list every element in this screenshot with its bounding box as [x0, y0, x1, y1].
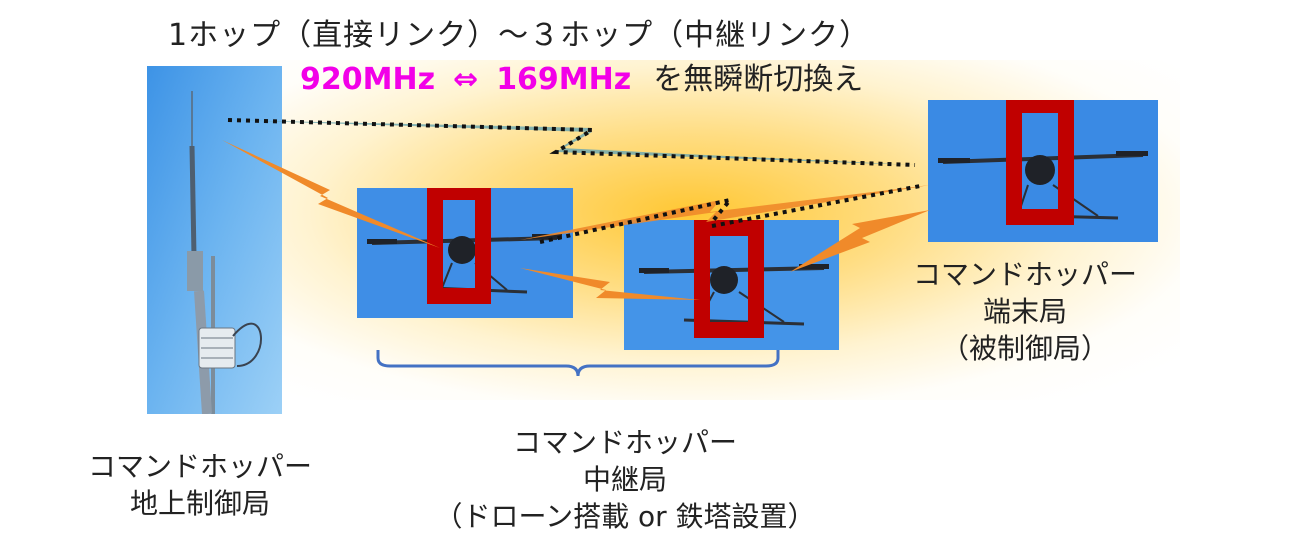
redbox-terminal [1006, 100, 1074, 225]
relay-label-line-2: 中継局 [582, 463, 667, 496]
ground-antenna-photo [147, 66, 282, 414]
direct-link-dotted [227, 118, 916, 167]
relay-link-dotted-1 [539, 196, 736, 244]
terminal-drone-photo [928, 100, 1158, 242]
lightning-relay2-terminal [790, 210, 930, 272]
frequency-switch-line: 920MHz ⇔ 169MHz を無瞬断切換え [300, 54, 863, 98]
relay-brace [376, 350, 780, 377]
switch-description: を無瞬断切換え [653, 62, 864, 97]
ground-label-line-2: 地上制御局 [129, 487, 270, 520]
redbox-drone-2 [694, 220, 764, 338]
diagram-title: 1ホップ（直接リンク）～３ホップ（中継リンク） [168, 18, 871, 53]
relay-label-line-3: （ドローン搭載 or 鉄塔設置） [434, 500, 816, 533]
terminal-label-line-3: （被制御局） [940, 332, 1109, 365]
terminal-label-line-1: コマンドホッパー [912, 258, 1137, 291]
relay-drone-photo-2 [624, 220, 839, 350]
relay-station-label: コマンドホッパー 中継局 （ドローン搭載 or 鉄塔設置） [405, 424, 845, 535]
lightning-relay1-terminal [520, 185, 930, 240]
terminal-station-label: コマンドホッパー 端末局 （被制御局） [880, 256, 1170, 367]
frequency-169: 169MHz [496, 62, 632, 97]
ground-label-line-1: コマンドホッパー [87, 450, 312, 483]
lightning-ground-relay1 [222, 140, 440, 248]
double-arrow-icon: ⇔ [453, 62, 479, 97]
relay-label-line-1: コマンドホッパー [512, 426, 737, 459]
terminal-label-line-2: 端末局 [982, 295, 1067, 328]
relay-drone-photo-1 [357, 188, 573, 318]
lightning-relay1-relay2 [520, 268, 700, 300]
frequency-920: 920MHz [300, 62, 436, 97]
ground-station-label: コマンドホッパー 地上制御局 [60, 448, 340, 522]
